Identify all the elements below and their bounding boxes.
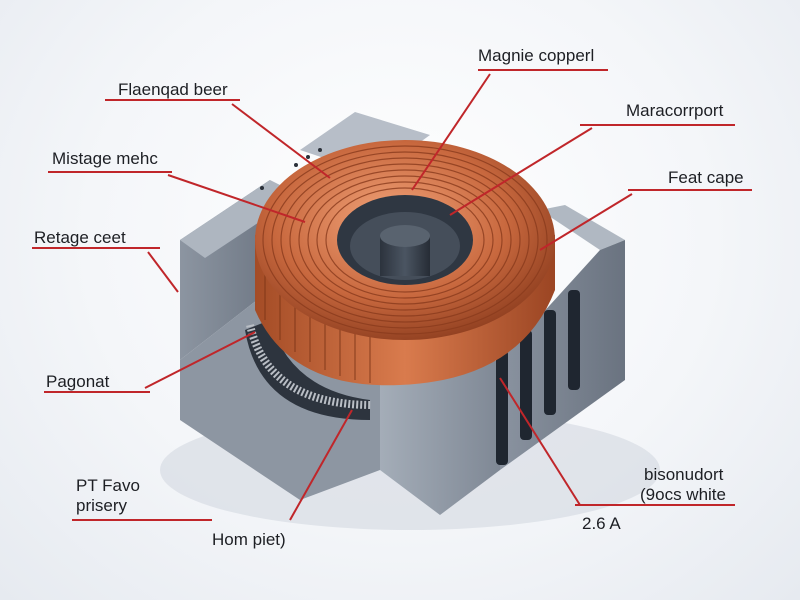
core-front-lower (380, 360, 500, 515)
label-maracorrport: Maracorrport (626, 101, 724, 120)
label-pt-favo-1: PT Favo (76, 476, 140, 495)
core-dots (260, 148, 322, 190)
label-hom-piet: Hom piet) (212, 530, 286, 549)
label-pagonat: Pagonat (46, 372, 110, 391)
center-post-top (380, 225, 430, 247)
label-pt-favo-2: prisery (76, 496, 128, 515)
label-retage-ceet: Retage ceet (34, 228, 126, 247)
copper-coil-windings (262, 145, 548, 335)
label-magnie-copper: Magnie copperl (478, 46, 595, 65)
core-slots (496, 290, 580, 465)
core-top-right (540, 205, 625, 250)
label-bisonudort-1: bisonudort (644, 465, 724, 484)
label-flaenqad-beer: Flaenqad beer (118, 80, 228, 99)
label-feat-cape: Feat cape (668, 168, 744, 187)
label-bisonudort-2: (9ocs white (640, 485, 726, 504)
inner-cavity (245, 320, 370, 420)
label-current: 2.6 A (582, 514, 621, 533)
leader-lines (32, 69, 752, 521)
label-mistage-mehc: Mistage mehc (52, 149, 158, 168)
coil-bottom-turns (246, 324, 373, 409)
